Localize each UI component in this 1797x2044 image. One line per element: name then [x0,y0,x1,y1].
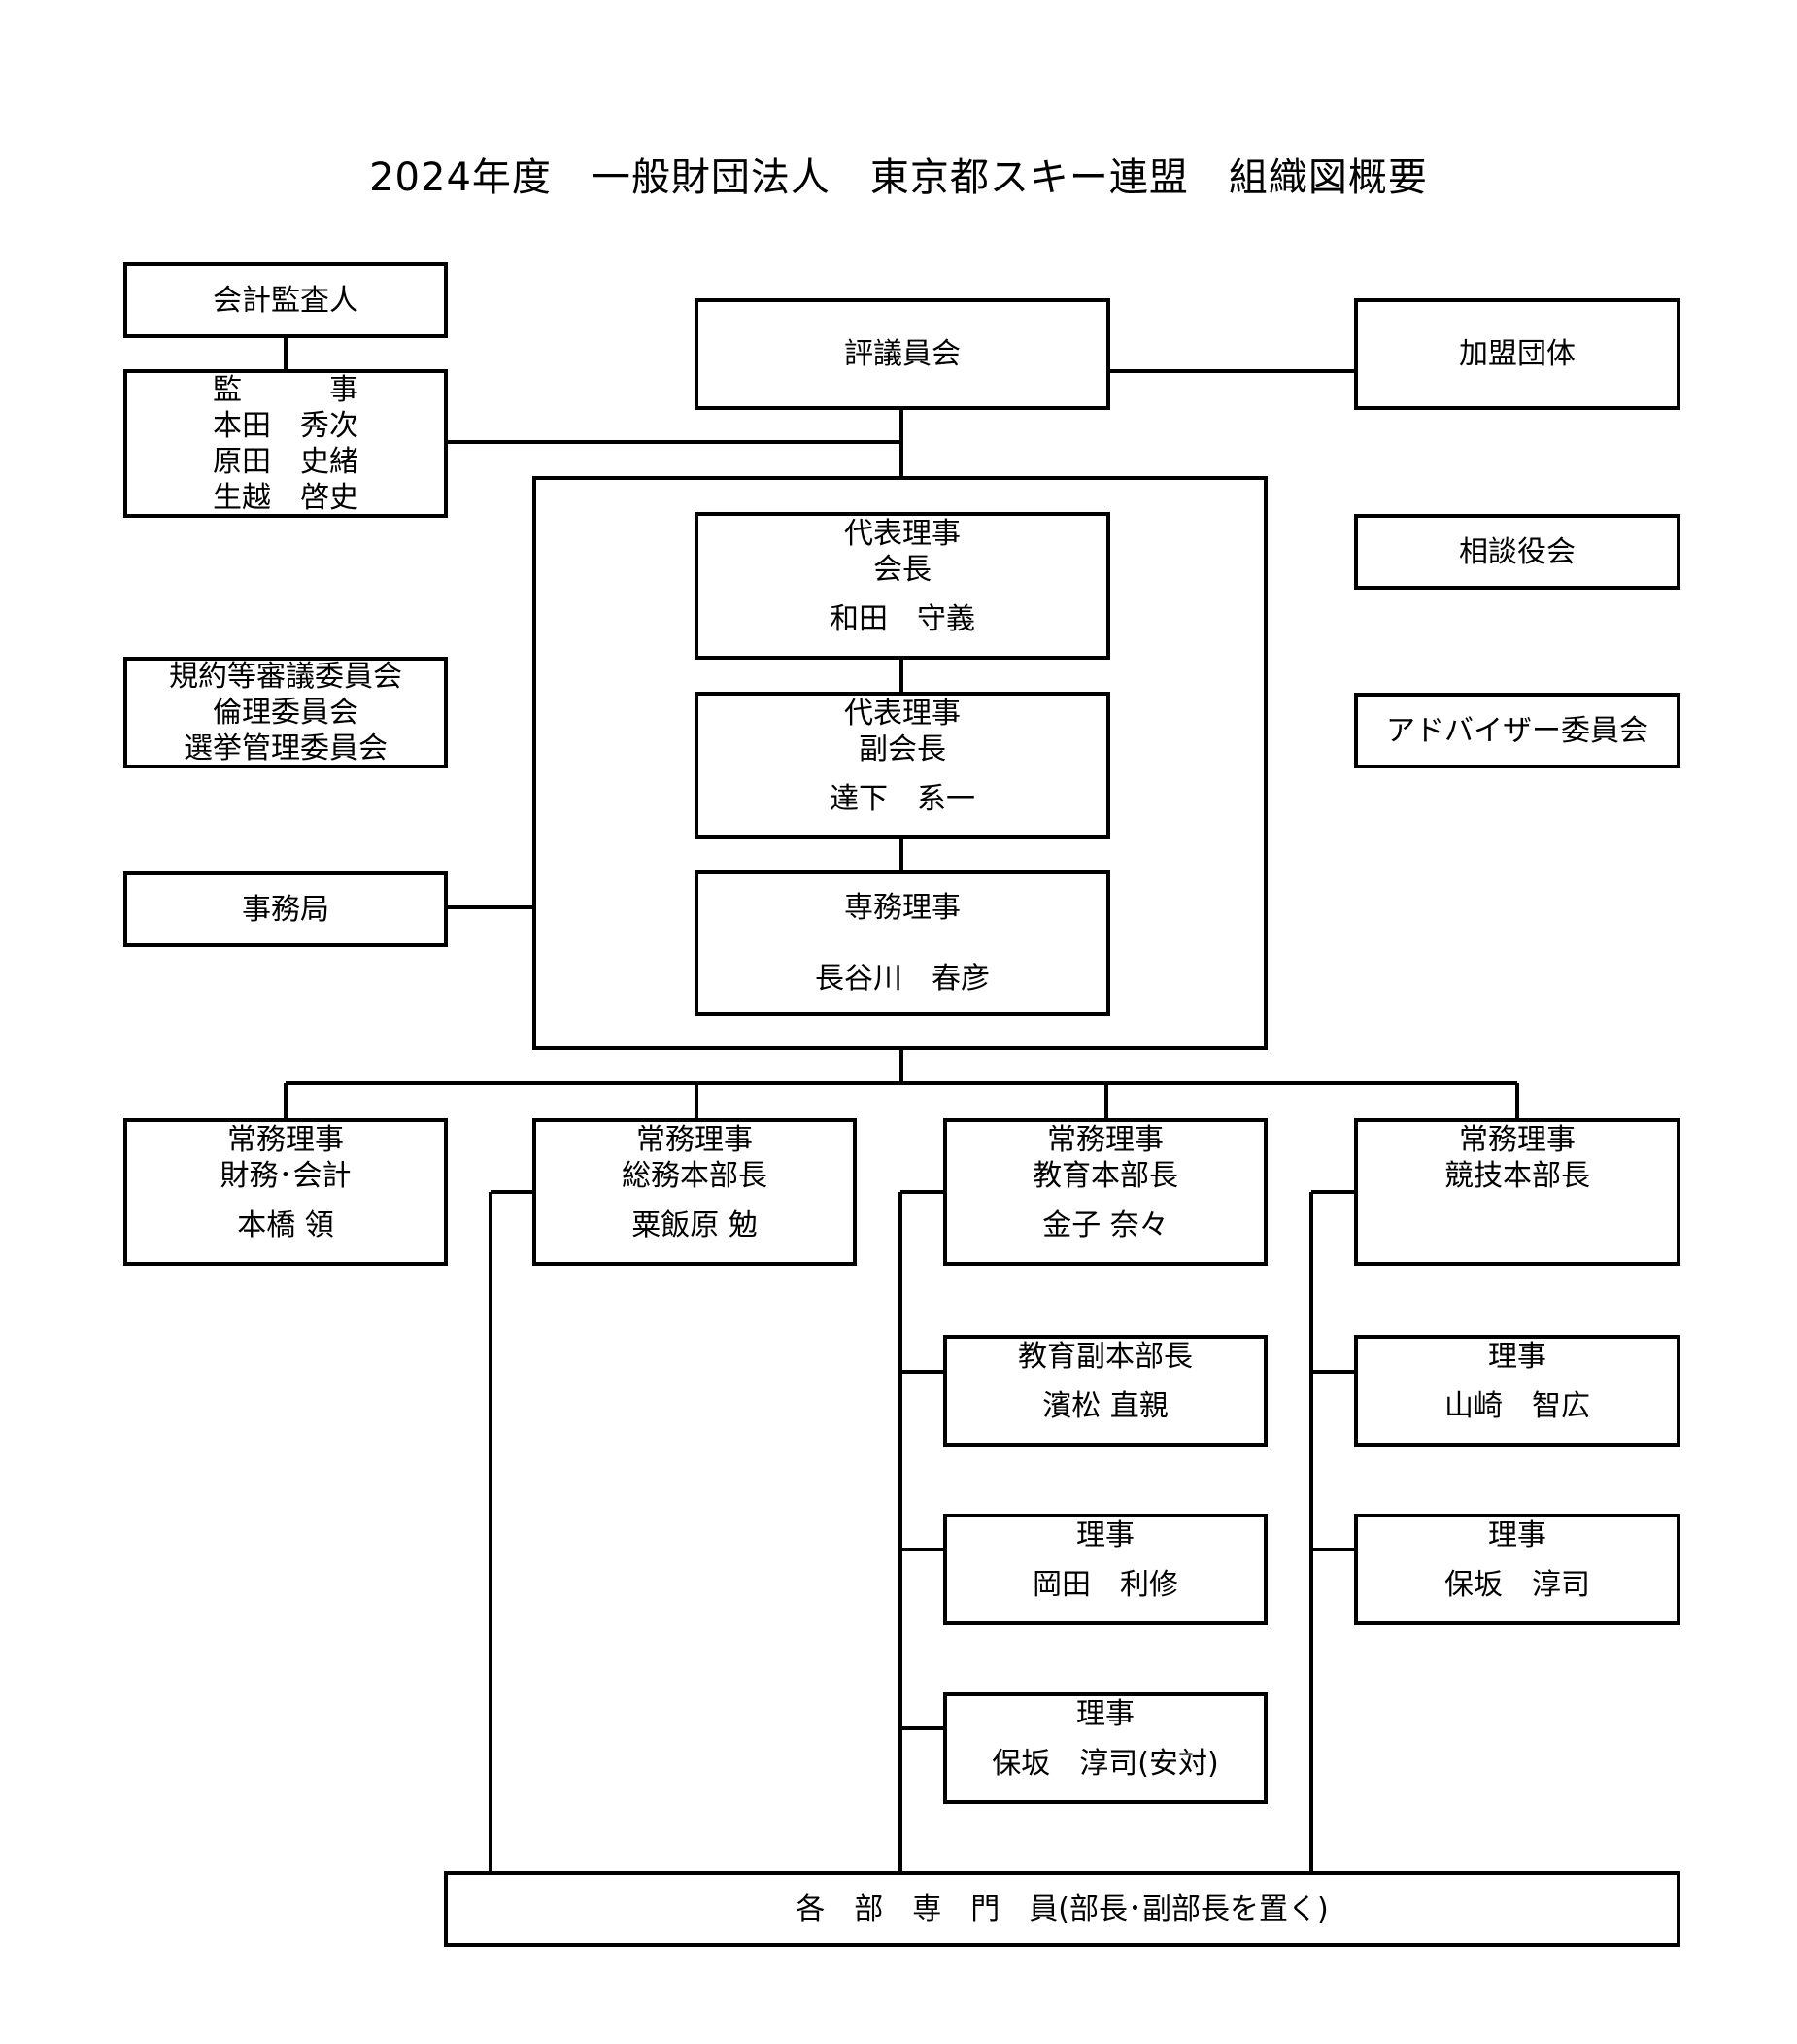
vice-president-box: 代表理事 副会長 達下 系一 [695,692,1110,839]
board-member-name: 山崎 智広 [1444,1389,1590,1423]
committee-label: 倫理委員会 [213,696,358,730]
council-box: 評議員会 [695,298,1110,410]
president-box: 代表理事 会長 和田 守義 [695,512,1110,660]
advisors-box: 相談役会 [1354,514,1680,590]
education-director-title: 教育本部長 [1033,1159,1178,1193]
board-member-title: 理事 [1076,1697,1135,1731]
committees-box: 規約等審議委員会 倫理委員会 選挙管理委員会 [123,657,448,768]
member-groups-label: 加盟団体 [1459,337,1576,371]
auditor-name: 本田 秀次 [213,408,358,443]
auditor-name: 生越 啓史 [213,480,358,515]
competition-director-box: 常務理事 競技本部長 [1354,1118,1680,1266]
competition-director-title: 競技本部長 [1444,1159,1590,1193]
adviser-committee-label: アドバイザー委員会 [1386,713,1648,748]
auditors-box: 監 事 本田 秀次 原田 史緒 生越 啓史 [123,369,448,518]
page-title: 2024年度 一般財団法人 東京都スキー連盟 組織図概要 [369,155,1428,200]
vice-president-title: 副会長 [859,732,946,766]
vice-president-role: 代表理事 [844,697,961,731]
general-affairs-director-name: 粟飯原 勉 [631,1209,758,1243]
advisors-label: 相談役会 [1459,534,1576,569]
board-member-name: 岡田 利修 [1033,1568,1178,1602]
education-vice-director-title: 教育副本部長 [1018,1340,1193,1374]
adviser-committee-box: アドバイザー委員会 [1354,693,1680,768]
council-label: 評議員会 [844,337,961,371]
auditor-name: 原田 史緒 [213,444,358,479]
board-member-title: 理事 [1488,1340,1546,1374]
general-affairs-director-title: 総務本部長 [622,1159,767,1193]
president-role: 代表理事 [844,517,961,551]
auditor-firm-box: 会計監査人 [123,262,448,338]
education-director-name: 金子 奈々 [1042,1209,1169,1243]
secretariat-label: 事務局 [242,892,329,927]
member-groups-box: 加盟団体 [1354,298,1680,410]
education-director-box: 常務理事 教育本部長 金子 奈々 [943,1118,1268,1266]
managing-director-title: 専務理事 [844,891,961,925]
committee-label: 選挙管理委員会 [184,732,388,766]
education-vice-director-box: 教育副本部長 濱松 直親 [943,1335,1268,1447]
general-affairs-director-box: 常務理事 総務本部長 粟飯原 勉 [532,1118,857,1266]
specialists-label: 各 部 専 門 員(部長･副部長を置く) [796,1891,1329,1926]
board-member-title: 理事 [1076,1518,1135,1552]
board-member-name: 保坂 淳司 [1444,1568,1590,1602]
education-board-member-box: 理事 保坂 淳司(安対) [943,1692,1268,1804]
auditors-title: 監 事 [213,372,358,407]
board-member-title: 理事 [1488,1518,1546,1552]
finance-director-title: 財務･会計 [220,1159,352,1193]
president-title: 会長 [873,553,932,587]
finance-director-box: 常務理事 財務･会計 本橋 領 [123,1118,448,1266]
president-name: 和田 守義 [830,602,975,636]
competition-director-role: 常務理事 [1459,1123,1576,1157]
auditor-firm-label: 会計監査人 [213,283,358,318]
managing-director-box: 専務理事 長谷川 春彦 [695,870,1110,1016]
education-board-member-box: 理事 岡田 利修 [943,1514,1268,1625]
finance-director-role: 常務理事 [227,1123,344,1157]
competition-board-member-box: 理事 保坂 淳司 [1354,1514,1680,1625]
committee-label: 規約等審議委員会 [169,660,402,694]
education-director-role: 常務理事 [1047,1123,1164,1157]
secretariat-box: 事務局 [123,871,448,947]
general-affairs-director-role: 常務理事 [636,1123,753,1157]
managing-director-name: 長谷川 春彦 [815,962,990,996]
finance-director-name: 本橋 領 [237,1209,334,1243]
competition-board-member-box: 理事 山崎 智広 [1354,1335,1680,1447]
vice-president-name: 達下 系一 [830,782,975,816]
education-vice-director-name: 濱松 直親 [1042,1389,1169,1423]
board-member-name: 保坂 淳司(安対) [992,1747,1219,1781]
executive-frame [532,476,1268,1050]
specialists-box: 各 部 専 門 員(部長･副部長を置く) [444,1871,1680,1947]
